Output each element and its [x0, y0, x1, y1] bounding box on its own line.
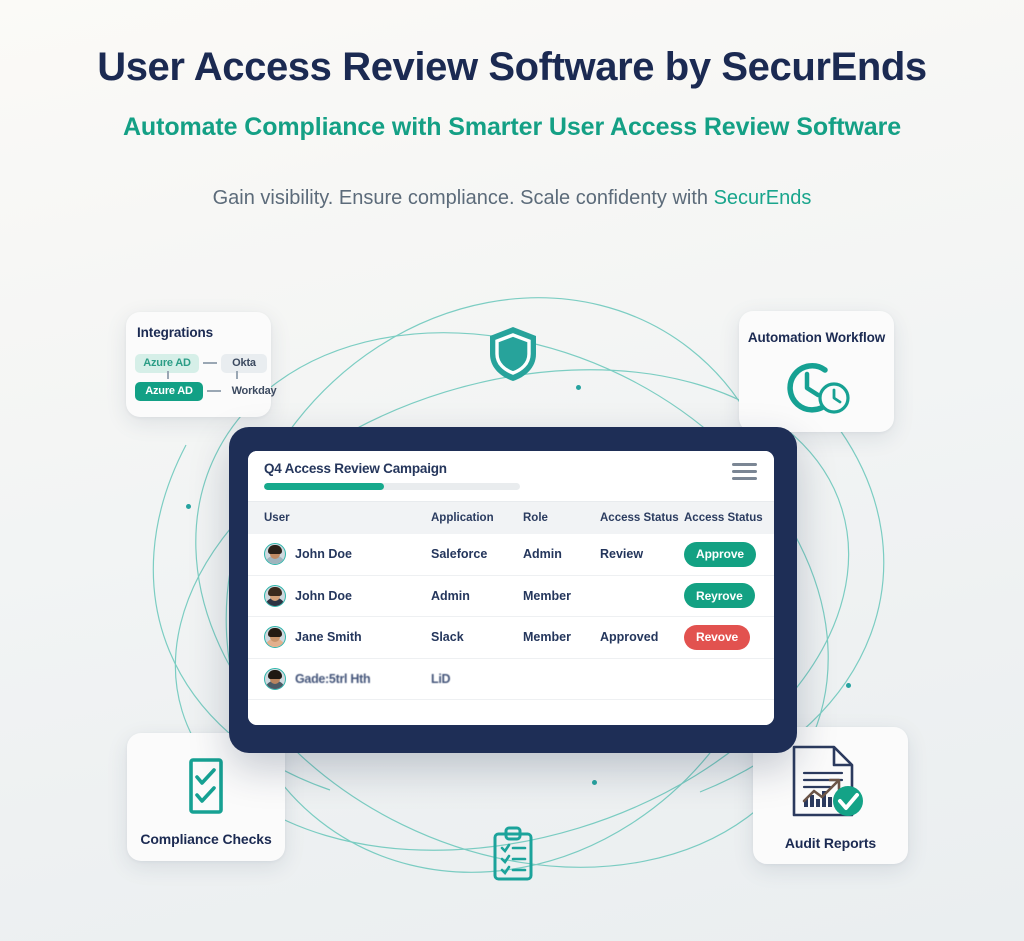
- approve-button[interactable]: Reyrove: [684, 583, 755, 609]
- decor-dot: [846, 683, 851, 688]
- cell-action: Approve: [684, 541, 764, 567]
- cell-role: Admin: [523, 547, 562, 562]
- approve-button[interactable]: Approve: [684, 541, 756, 567]
- avatar: [264, 667, 286, 690]
- cell-role: Member: [523, 588, 571, 603]
- connector-line: [207, 390, 221, 392]
- cell-application: LiD: [431, 671, 451, 686]
- clipboard-checklist-icon: [493, 826, 533, 881]
- decor-dot: [592, 780, 597, 785]
- cell-application: Slack: [431, 630, 464, 645]
- cell-application: Admin: [431, 588, 470, 603]
- cell-action: Revove: [684, 624, 764, 650]
- report-check-icon: [792, 745, 863, 817]
- campaign-progress-bar: [264, 483, 520, 490]
- automation-workflow-card: Automation Workflow: [739, 311, 894, 432]
- avatar: [264, 543, 286, 566]
- campaign-title: Q4 Access Review Campaign: [264, 461, 447, 476]
- cell-user: John Doe: [248, 543, 431, 566]
- cell-user: John Doe: [248, 584, 431, 607]
- tagline-brand: SecurEnds: [713, 187, 812, 210]
- decor-dot: [186, 504, 191, 509]
- integration-row: Azure AD Okta: [135, 352, 283, 374]
- hero-text-block: User Access Review Software by SecurEnds…: [0, 44, 1024, 211]
- user-name: Gade:5trl Hth: [295, 671, 371, 686]
- cell-user: Gade:5trl Hth: [248, 667, 431, 690]
- page-tagline: Gain visibility. Ensure compliance. Scal…: [0, 186, 1024, 211]
- connector-line: [203, 362, 217, 364]
- page-subtitle: Automate Compliance with Smarter User Ac…: [122, 113, 902, 142]
- table-header-row: User Application Role Access Status Acce…: [248, 501, 774, 534]
- integrations-graph: Azure AD Okta Azure AD Workday: [135, 352, 283, 408]
- column-header-user: User: [264, 512, 290, 524]
- cell-access-status: Approved: [600, 630, 659, 645]
- table-row: Jane Smith Slack Member Approved Revove: [248, 617, 774, 659]
- user-name: Jane Smith: [295, 630, 362, 645]
- checklist-document-icon: [189, 758, 223, 814]
- integration-node-workday[interactable]: Workday: [231, 385, 277, 397]
- column-header-access-status-action: Access Status: [684, 512, 763, 524]
- cell-action: Reyrove: [684, 583, 764, 609]
- compliance-checks-card: Compliance Checks: [127, 733, 285, 861]
- avatar: [264, 626, 286, 649]
- shield-icon-wrapper: [487, 325, 539, 388]
- table-row: John Doe Saleforce Admin Review Approve: [248, 534, 774, 576]
- table-row: Gade:5trl Hth LiD: [248, 659, 774, 700]
- integration-node-azure-ad[interactable]: Azure AD: [135, 381, 203, 401]
- clipboard-icon-wrapper: [490, 826, 536, 887]
- cell-user: Jane Smith: [248, 626, 431, 649]
- decor-dot: [576, 385, 581, 390]
- cell-role: Member: [523, 630, 571, 645]
- connector-line: [236, 371, 238, 379]
- cell-application: Saleforce: [431, 547, 488, 562]
- integration-node-okta[interactable]: Okta: [221, 353, 267, 373]
- compliance-checks-card-title: Compliance Checks: [140, 831, 272, 847]
- user-name: John Doe: [295, 588, 352, 603]
- revoke-button[interactable]: Revove: [684, 624, 751, 650]
- integration-node-azure-ad-soft[interactable]: Azure AD: [135, 353, 199, 373]
- column-header-application: Application: [431, 512, 494, 524]
- column-header-role: Role: [523, 512, 548, 524]
- automation-workflow-card-title: Automation Workflow: [747, 330, 886, 345]
- integration-row: Azure AD Workday: [135, 380, 283, 402]
- shield-icon: [490, 327, 536, 381]
- clock-icon: [787, 363, 850, 414]
- dashboard-header: Q4 Access Review Campaign: [248, 451, 774, 501]
- user-name: John Doe: [295, 547, 352, 562]
- dashboard-screen: Q4 Access Review Campaign User Applicati…: [248, 451, 774, 725]
- integrations-card-title: Integrations: [137, 325, 214, 340]
- avatar: [264, 584, 286, 607]
- table-row: John Doe Admin Member Reyrove: [248, 576, 774, 617]
- hamburger-menu-icon[interactable]: [732, 463, 757, 480]
- cell-access-status: Review: [600, 547, 644, 562]
- page-title: User Access Review Software by SecurEnds: [97, 45, 927, 89]
- audit-reports-card: Audit Reports: [753, 727, 908, 864]
- tagline-text: Gain visibility. Ensure compliance. Scal…: [212, 187, 714, 210]
- integrations-card: Integrations Azure AD Okta Azure AD Work…: [126, 312, 277, 417]
- dashboard-device-frame: Q4 Access Review Campaign User Applicati…: [229, 427, 797, 753]
- column-header-access-status: Access Status: [600, 512, 679, 524]
- audit-reports-card-title: Audit Reports: [784, 835, 877, 851]
- connector-line: [167, 371, 169, 379]
- campaign-progress-fill: [264, 483, 385, 490]
